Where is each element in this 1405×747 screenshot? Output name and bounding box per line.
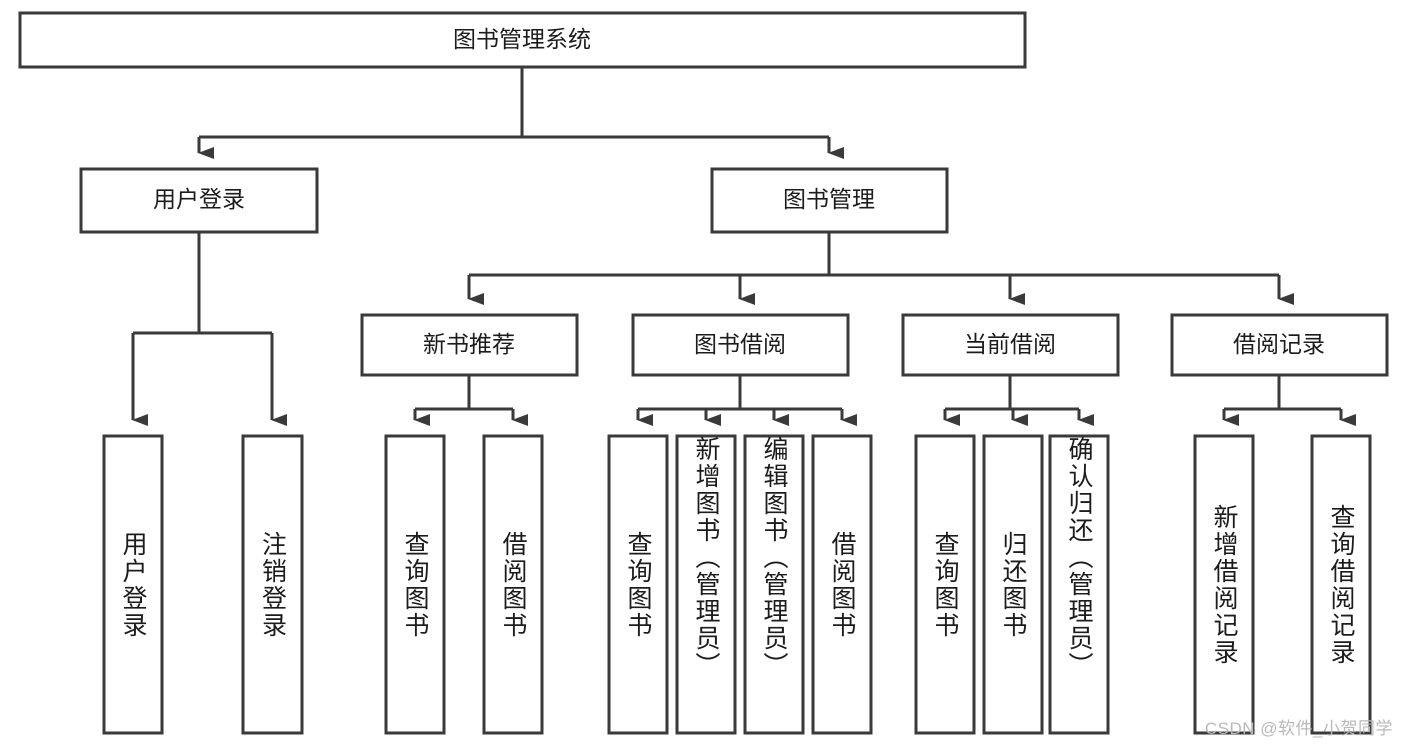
node-borrow-records-label: 借阅记录 [1233, 331, 1325, 357]
node-current-borrow-label: 当前借阅 [964, 331, 1056, 357]
connector-group-current-borrow [943, 375, 1094, 426]
node-book-borrow[interactable]: 图书借阅 [631, 313, 850, 377]
node-root-box[interactable] [18, 11, 1027, 69]
node-new-book-recommend-box[interactable] [360, 313, 579, 377]
node-root-label: 图书管理系统 [453, 26, 591, 52]
node-book-management-label: 图书管理 [783, 186, 875, 212]
node-leaf-borrow-books-rec-box[interactable] [482, 434, 544, 735]
node-leaf-query-books-rec-box[interactable] [384, 434, 446, 735]
node-user-login-box[interactable] [79, 167, 319, 234]
node-leaf-query-books-borrow-box[interactable] [607, 434, 669, 735]
node-user-login-label: 用户登录 [153, 186, 245, 212]
node-book-borrow-label: 图书借阅 [694, 331, 786, 357]
node-current-borrow-box[interactable] [901, 313, 1120, 377]
node-leaf-add-book-admin-box[interactable] [675, 434, 737, 735]
node-leaf-edit-book-admin-box[interactable] [743, 434, 805, 735]
node-root[interactable]: 图书管理系统 [18, 11, 1027, 69]
node-leaf-borrow-book-box[interactable] [811, 434, 873, 735]
node-leaf-confirm-return-admin-box[interactable] [1048, 434, 1110, 735]
watermark-text: CSDN @软件_小贺同学 [1204, 719, 1393, 738]
node-user-login[interactable]: 用户登录 [79, 167, 319, 234]
node-leaf-query-books-current-box[interactable] [914, 434, 976, 735]
node-leaf-query-borrow-record-box[interactable] [1310, 434, 1372, 735]
node-current-borrow[interactable]: 当前借阅 [901, 313, 1120, 377]
node-leaf-add-borrow-record-box[interactable] [1193, 434, 1255, 735]
node-book-borrow-box[interactable] [631, 313, 850, 377]
connector-group-user-login [131, 232, 287, 426]
node-leaf-user-login-box[interactable] [102, 434, 164, 735]
connector-group-book-management [467, 232, 1294, 305]
node-leaf-return-book-box[interactable] [982, 434, 1044, 735]
node-new-book-recommend-label: 新书推荐 [423, 331, 515, 357]
connector-group-new-book-recommend [413, 375, 528, 426]
node-book-management[interactable]: 图书管理 [710, 167, 949, 234]
connector-group-root [197, 67, 844, 159]
node-new-book-recommend[interactable]: 新书推荐 [360, 313, 579, 377]
node-borrow-records[interactable]: 借阅记录 [1170, 313, 1389, 377]
leaf-boxes [102, 434, 1372, 735]
connector-group-book-borrow [636, 375, 857, 426]
connector-group-borrow-records [1222, 375, 1356, 426]
node-borrow-records-box[interactable] [1170, 313, 1389, 377]
node-leaf-logout-box[interactable] [241, 434, 304, 735]
node-book-management-box[interactable] [710, 167, 949, 234]
